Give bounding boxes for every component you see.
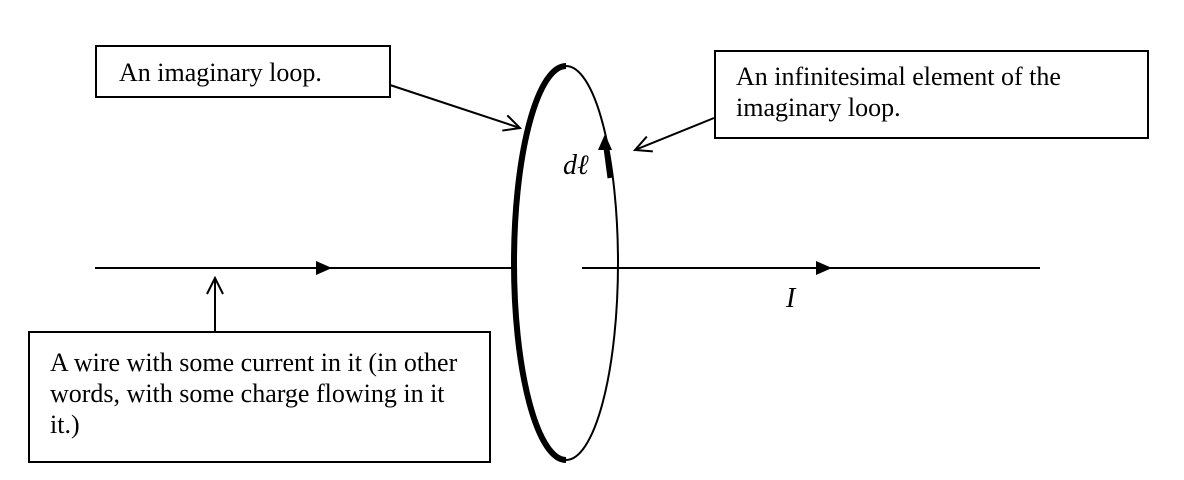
dl-element-arrow (598, 134, 613, 179)
loop-pointer-arrow (389, 84, 520, 128)
wire-left (95, 261, 515, 275)
current-arrow-right (816, 261, 832, 275)
loop-front-half (511, 63, 567, 463)
loop-label-box: An imaginary loop. (95, 45, 391, 98)
dl-label: dℓ (563, 150, 589, 181)
element-label-box: An infinitesimal element of the imaginar… (714, 50, 1149, 139)
element-label: An infinitesimal element of the imaginar… (736, 62, 1061, 122)
loop-label: An imaginary loop. (119, 58, 322, 87)
loop-back-half (565, 65, 619, 461)
element-pointer-arrow (635, 117, 715, 150)
wire-label: A wire with some current in it (in other… (50, 348, 458, 439)
wire-label-box: A wire with some current in it (in other… (28, 331, 491, 463)
current-label: I (786, 283, 796, 314)
current-arrow-left (316, 261, 332, 275)
wire-right (582, 261, 1040, 275)
